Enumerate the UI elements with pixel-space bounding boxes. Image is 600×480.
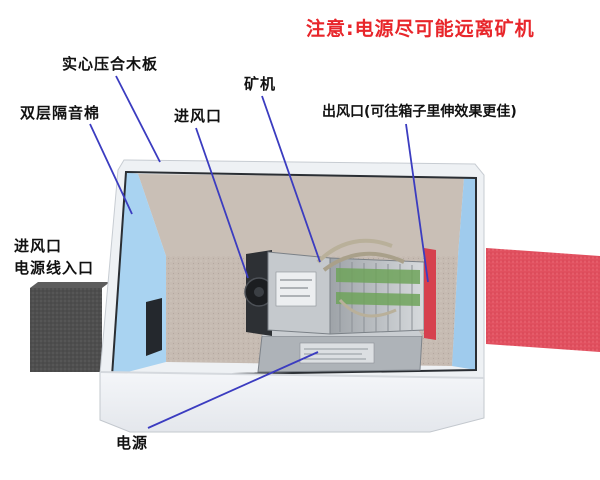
- label-miner: 矿机: [244, 75, 277, 93]
- psu-sticker: [299, 342, 375, 364]
- leader-outlet: [405, 123, 429, 283]
- intake-duct-top: [30, 282, 110, 288]
- intake-duct: [30, 288, 102, 372]
- leader-miner: [261, 95, 321, 263]
- leader-lines: [89, 75, 429, 429]
- label-plywood: 实心压合木板: [62, 55, 159, 73]
- leader-plywood: [115, 75, 161, 163]
- ribbon-cable: [316, 238, 393, 264]
- inner-frame: [110, 170, 477, 378]
- label-foam: 双层隔音棉: [20, 104, 101, 122]
- label-outlet: 出风口(可往箱子里伸效果更佳): [322, 104, 517, 120]
- label-intake-outer: 进风口: [14, 237, 63, 255]
- ribbon-cable: [322, 251, 405, 272]
- leader-intake-inner: [195, 127, 249, 279]
- ribbon-cable: [338, 298, 397, 318]
- outlet-duct: [486, 248, 600, 352]
- front-edge: [99, 371, 485, 379]
- leader-psu: [147, 351, 319, 429]
- label-power-cable-inlet: 电源线入口: [14, 259, 95, 277]
- foam-right-wall: [452, 178, 476, 370]
- side-vent-slot: [146, 298, 162, 356]
- leader-foam: [89, 123, 133, 215]
- hash-board: [336, 268, 420, 284]
- miner-fan-hub: [254, 287, 264, 297]
- label-intake-inner: 进风口: [174, 107, 223, 125]
- miner-label: [275, 271, 317, 307]
- hash-board: [336, 292, 420, 306]
- notice-text: 注意:电源尽可能远离矿机: [306, 18, 535, 40]
- label-psu: 电源: [116, 434, 149, 452]
